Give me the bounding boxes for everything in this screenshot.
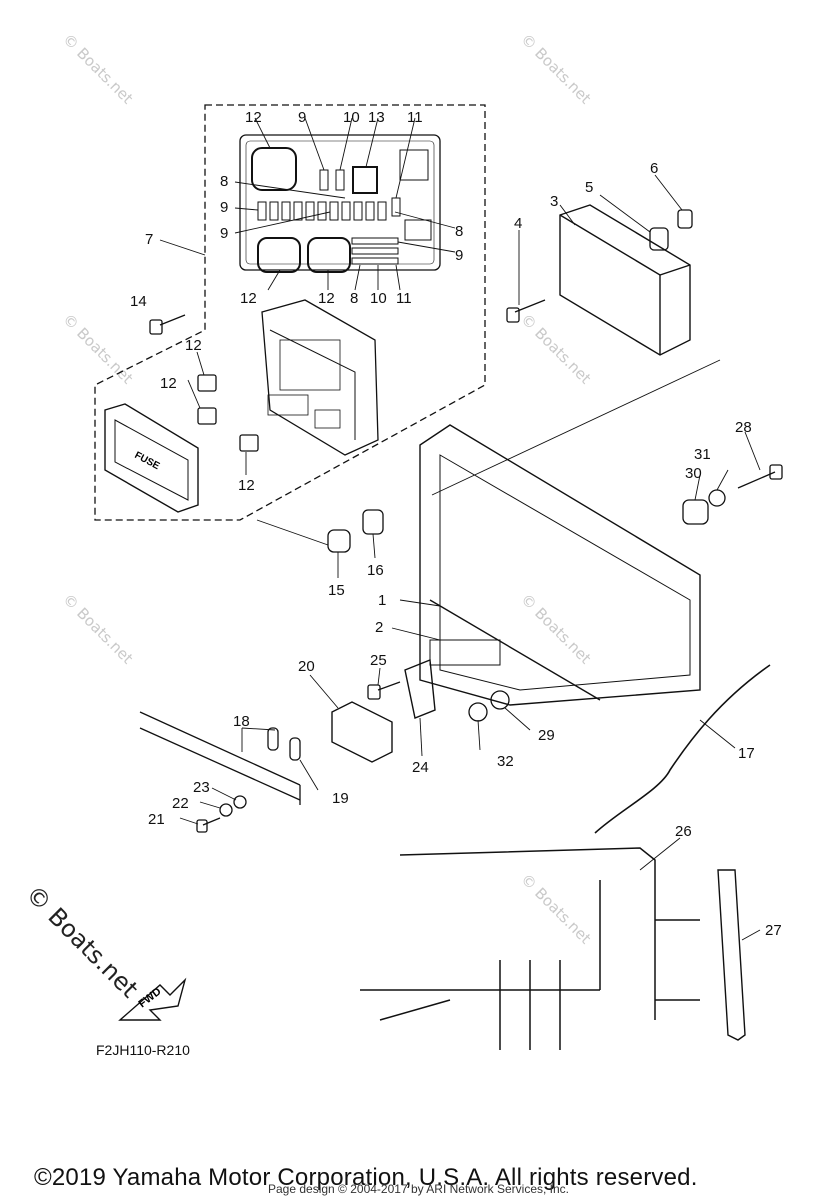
electrical-box-tray <box>419 424 701 706</box>
callouts: 1 2 3 4 5 6 7 8 8 8 9 9 9 9 10 10 11 11 … <box>130 109 782 939</box>
watermark-3: © Boats.net <box>59 310 137 388</box>
callout-22: 22 <box>172 795 189 812</box>
callout-9a: 9 <box>298 109 306 126</box>
page-design-credit: Page design © 2004-2017 by ARI Network S… <box>268 1182 570 1196</box>
control-unit <box>559 204 691 356</box>
callout-12f: 12 <box>238 477 255 494</box>
callout-29: 29 <box>538 727 555 744</box>
callout-4: 4 <box>514 215 522 232</box>
callout-12e: 12 <box>160 375 177 392</box>
callout-23: 23 <box>193 779 210 796</box>
starter-relay <box>331 659 436 763</box>
callout-2: 2 <box>375 619 383 636</box>
callout-12b: 12 <box>240 290 257 307</box>
callout-5: 5 <box>585 179 593 196</box>
callout-19: 19 <box>332 790 349 807</box>
watermark-4: © Boats.net <box>517 310 595 388</box>
copyright-notice: ©2019 Yamaha Motor Corporation, U.S.A. A… <box>34 1164 698 1191</box>
battery-leads <box>139 711 301 805</box>
callout-10a: 10 <box>343 109 360 126</box>
callout-28: 28 <box>735 419 752 436</box>
callout-10b: 10 <box>370 290 387 307</box>
callout-25: 25 <box>370 652 387 669</box>
callout-24: 24 <box>412 759 429 776</box>
watermark-6: © Boats.net <box>517 590 595 668</box>
wire-harness <box>360 847 700 1050</box>
callout-30: 30 <box>685 465 702 482</box>
faint-watermarks: © Boats.net © Boats.net © Boats.net © Bo… <box>59 30 595 948</box>
watermark-7: © Boats.net <box>517 870 595 948</box>
fusebox-dashed-outline <box>94 104 486 521</box>
fuse-label: FUSE <box>133 450 162 472</box>
callout-26: 26 <box>675 823 692 840</box>
relays <box>197 374 259 452</box>
callout-1: 1 <box>378 592 386 609</box>
figure-code: F2JH110-R210 <box>96 1042 190 1058</box>
callout-11a: 11 <box>407 109 423 126</box>
callout-27: 27 <box>765 922 782 939</box>
callout-31: 31 <box>694 446 711 463</box>
watermark-5: © Boats.net <box>59 590 137 668</box>
callout-12c: 12 <box>318 290 335 307</box>
fwd-arrow: FWD <box>118 977 187 1021</box>
callout-12d: 12 <box>185 337 202 354</box>
cable-17 <box>594 664 771 834</box>
callout-21: 21 <box>148 811 165 828</box>
callout-8b: 8 <box>455 223 463 240</box>
fusebox-cover: FUSE <box>104 403 199 513</box>
callout-11b: 11 <box>396 290 412 307</box>
callout-8c: 8 <box>350 290 358 307</box>
callout-16: 16 <box>367 562 384 579</box>
cable-tie <box>717 869 746 1041</box>
callout-9c: 9 <box>220 225 228 242</box>
callout-20: 20 <box>298 658 315 675</box>
callout-14: 14 <box>130 293 147 310</box>
watermark-1: © Boats.net <box>59 30 137 108</box>
callout-3: 3 <box>550 193 558 210</box>
callout-32: 32 <box>497 753 514 770</box>
fusebox-body <box>261 299 379 456</box>
callout-12a: 12 <box>245 109 262 126</box>
callout-18: 18 <box>233 713 250 730</box>
watermark-2: © Boats.net <box>517 30 595 108</box>
callout-9d: 9 <box>455 247 463 264</box>
callout-7: 7 <box>145 231 153 248</box>
callout-13: 13 <box>368 109 385 126</box>
callout-15: 15 <box>328 582 345 599</box>
callout-8a: 8 <box>220 173 228 190</box>
callout-9b: 9 <box>220 199 228 216</box>
callout-6: 6 <box>650 160 658 177</box>
fusebox-top-view <box>239 134 441 273</box>
leader-lines <box>159 117 761 941</box>
callout-17: 17 <box>738 745 755 762</box>
